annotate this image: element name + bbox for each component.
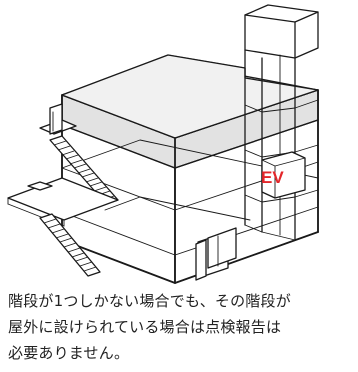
elevator-label: EV [261, 168, 284, 187]
caption-line-1: 階段が1つしかない場合でも、その階段が [8, 292, 291, 310]
building-edges [61, 89, 319, 284]
exterior-staircase [7, 103, 119, 277]
elevator-shaft [244, 4, 319, 241]
caption: 階段が1つしかない場合でも、その階段が 屋外に設けられている場合は点検報告は 必… [8, 288, 353, 366]
caption-line-3: 必要ありません。 [8, 344, 130, 362]
caption-line-2: 屋外に設けられている場合は点検報告は [8, 318, 282, 336]
entrance-door [195, 227, 237, 281]
building-diagram: EV [7, 4, 319, 284]
